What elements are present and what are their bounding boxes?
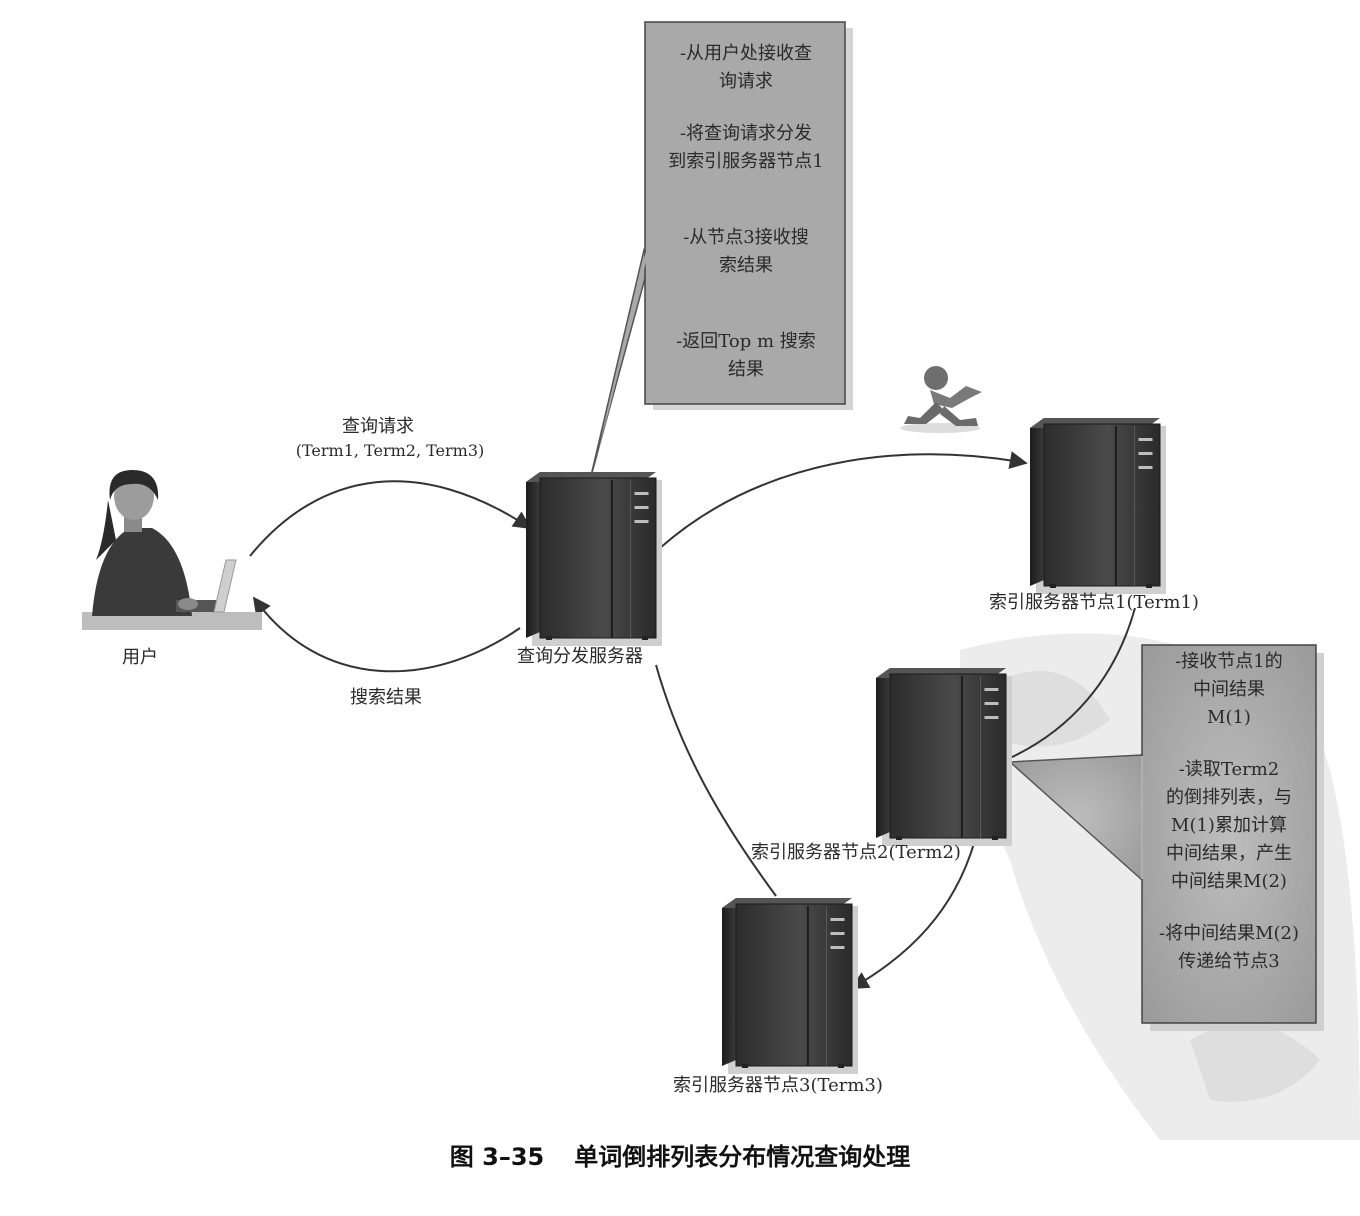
node2-server-icon xyxy=(876,668,1012,846)
dispatch-to-node1-arrow xyxy=(659,451,1028,549)
query-request-arrow xyxy=(249,480,532,557)
user-figure xyxy=(82,470,262,630)
dispatch-callout-text: -从用户处接收查 询请求 -将查询请求分发 到索引服务器节点1 -从节点3接收搜… xyxy=(646,40,846,384)
node2-callout-line: 中间结果 xyxy=(1193,679,1265,700)
node2-callout-line: 中间结果，产生 xyxy=(1166,843,1292,864)
figure-title: 单词倒排列表分布情况查询处理 xyxy=(574,1143,911,1171)
node1-label: 索引服务器节点1(Term1) xyxy=(989,592,1199,613)
node2-callout-text: -接收节点1的 中间结果 M(1) -读取Term2 的倒排列表，与 M(1)累… xyxy=(1142,648,1316,976)
node2-callout-line: -将中间结果M(2) xyxy=(1158,923,1299,944)
dispatch-callout-line: -返回Top m 搜索 xyxy=(676,331,816,352)
node2-label: 索引服务器节点2(Term2) xyxy=(751,842,961,863)
figure-caption: 图 3–35 单词倒排列表分布情况查询处理 xyxy=(450,1137,910,1172)
node2-callout xyxy=(1008,644,1324,1031)
dispatch-callout-line: 到索引服务器节点1 xyxy=(668,151,824,172)
node3-server-icon xyxy=(722,898,858,1074)
dispatch-server-icon xyxy=(526,472,662,646)
dispatch-callout-line: -将查询请求分发 xyxy=(679,123,813,144)
query-request-terms: (Term1, Term2, Term3) xyxy=(295,441,485,460)
dispatch-server-label: 查询分发服务器 xyxy=(517,646,643,667)
node2-callout-line: 的倒排列表，与 xyxy=(1166,787,1292,808)
node3-label: 索引服务器节点3(Term3) xyxy=(673,1075,883,1096)
search-results-arrow xyxy=(252,596,521,673)
figure-number: 图 3–35 xyxy=(449,1143,545,1171)
query-request-label: 查询请求 xyxy=(342,416,414,437)
node2-callout-line: 中间结果M(2) xyxy=(1171,871,1287,892)
dispatch-callout-line: 询请求 xyxy=(719,71,773,92)
node3-to-dispatch-line xyxy=(655,664,777,897)
node2-callout-line: M(1) xyxy=(1207,707,1251,728)
node1-to-node2-line xyxy=(1009,607,1136,759)
node2-callout-line: 传递给节点3 xyxy=(1178,951,1280,972)
node2-callout-line: -接收节点1的 xyxy=(1175,651,1283,672)
dispatch-callout xyxy=(589,21,853,481)
node1-server-icon xyxy=(1030,418,1166,594)
node2-callout-line: -读取Term2 xyxy=(1178,759,1280,780)
dispatch-callout-line: 结果 xyxy=(728,359,764,380)
dispatch-callout-line: -从节点3接收搜 xyxy=(683,227,809,248)
dispatch-callout-line: 索结果 xyxy=(719,255,773,276)
servers-group xyxy=(526,418,1166,1074)
node2-callout-line: M(1)累加计算 xyxy=(1171,815,1287,836)
node2-to-node3-arrow xyxy=(850,839,976,989)
runner-icon xyxy=(900,366,982,433)
search-results-label: 搜索结果 xyxy=(350,687,422,708)
user-label: 用户 xyxy=(122,647,158,668)
dispatch-callout-line: -从用户处接收查 xyxy=(679,43,813,64)
